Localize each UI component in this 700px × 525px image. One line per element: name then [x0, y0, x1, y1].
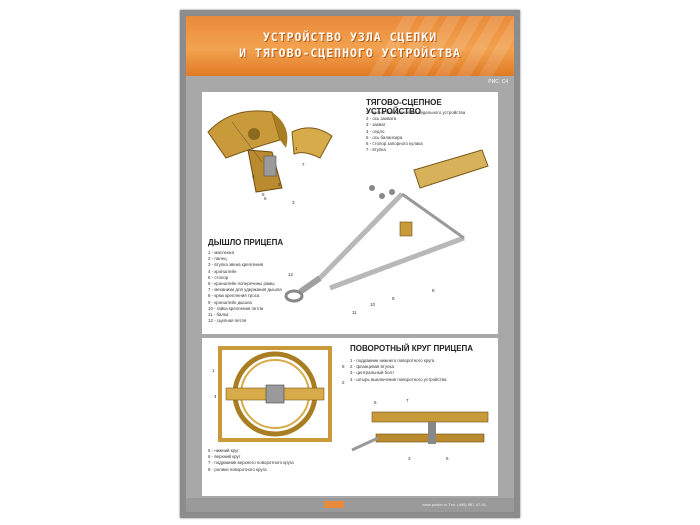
list-item: 7 - механизм для удержания дышла — [208, 287, 282, 293]
list-item: 6 - кронштейн поперечины рамы — [208, 281, 275, 287]
title-banner: УСТРОЙСТВО УЗЛА СЦЕПКИ И ТЯГОВО-СЦЕПНОГО… — [186, 16, 514, 76]
section-title-drawbar: ДЫШЛО ПРИЦЕПА — [208, 238, 284, 247]
list-item: 4 - штырь выключения поворотного устройс… — [350, 376, 447, 382]
list-item: 9 - кронштейн дышла — [208, 299, 252, 305]
callout-6: 6 — [374, 400, 377, 405]
list-item: 2 - фланцевая втулка — [350, 364, 394, 370]
list-item: 3 - втулка звена крепления — [208, 262, 264, 268]
towing-parts-list: 1 - кронштейн крепления седельного устро… — [366, 110, 465, 153]
list-item: 5 - нижний круг — [208, 448, 239, 453]
section-title-towing: ТЯГОВО-СЦЕПНОЕ УСТРОЙСТВО — [366, 98, 442, 116]
list-item: 8 - крюк крепления троса — [208, 293, 260, 299]
drawbar-parts-list: 1 - масленка 2 - палец 3 - втулка звена … — [208, 250, 282, 324]
poster-inner: УСТРОЙСТВО УЗЛА СЦЕПКИ И ТЯГОВО-СЦЕПНОГО… — [186, 16, 514, 512]
poster-title-line-1: УСТРОЙСТВО УЗЛА СЦЕПКИ — [262, 30, 438, 44]
callout-5: 5 — [262, 192, 265, 197]
callout-9: 9 — [392, 296, 395, 301]
list-item: 1 - масленка — [208, 250, 234, 255]
list-item: 4 - седло — [366, 128, 385, 134]
list-item: 5 - стопор — [208, 274, 229, 280]
turntable-illustration: 1 4 8 2 6 7 3 5 — [212, 346, 489, 461]
callout-10: 10 — [370, 302, 376, 307]
turntable-side-view — [351, 411, 489, 452]
list-item: 6 - стопор запорного кулака — [366, 141, 423, 147]
fifth-wheel-illustration — [207, 110, 333, 193]
callout-1: 1 — [212, 368, 215, 373]
list-item: 5 - ось балансира — [366, 134, 403, 140]
poster-footer: www.poster.ru Тел. (495) 987-47-91 — [186, 498, 514, 512]
section-title-turntable: ПОВОРОТНЫЙ КРУГ ПРИЦЕПА — [350, 344, 474, 353]
callout-7: 7 — [302, 162, 305, 167]
callout-1: 1 — [295, 146, 298, 151]
list-item: 7 - втулка — [366, 147, 386, 153]
turntable-parts-list-left: 5 - нижний круг 6 - верхний круг 7 - под… — [208, 448, 294, 473]
callout-12: 12 — [288, 272, 294, 277]
list-item: 1 - кронштейн крепления седельного устро… — [366, 110, 466, 115]
callout-3: 3 — [408, 456, 411, 461]
callout-8: 8 — [342, 364, 345, 369]
list-item: 12 - сцепная петля — [208, 318, 247, 324]
turntable-parts-list-right: 1 - подрамник нижнего поворотного круга … — [350, 358, 446, 383]
list-item: 3 - центральный болт — [350, 370, 395, 376]
callout-3: 3 — [292, 200, 295, 205]
towing-drawbar-illustration: 1 2 3 4 5 6 7 8 9 10 11 12 — [207, 110, 489, 315]
callout-6: 6 — [264, 196, 267, 201]
list-item: 1 - подрамник нижнего поворотного круга — [350, 358, 435, 363]
list-item: 2 - палец — [208, 256, 227, 262]
footer-contact: www.poster.ru Тел. (495) 987-47-91 — [422, 502, 486, 507]
callout-8: 8 — [432, 288, 435, 293]
callout-2: 2 — [278, 182, 281, 187]
list-item: 8 - ролики поворотного круга — [208, 466, 267, 472]
turntable-top-view — [218, 346, 332, 442]
panel-towing-drawbar: 1 2 3 4 5 6 7 8 9 10 11 12 ТЯГОВО-СЦЕПНО… — [202, 92, 498, 334]
callout-5: 5 — [446, 456, 449, 461]
list-item: 7 - подрамник верхнего поворотного круга — [208, 460, 294, 466]
list-item: 3 - захват — [366, 122, 386, 128]
list-item: 6 - верхний круг — [208, 454, 241, 460]
callout-4: 4 — [252, 174, 255, 179]
poster: УСТРОЙСТВО УЗЛА СЦЕПКИ И ТЯГОВО-СЦЕПНОГО… — [180, 10, 520, 518]
list-item: 2 - ось захвата — [366, 116, 397, 122]
list-item: 4 - кронштейн — [208, 268, 237, 274]
drawbar-illustration — [284, 149, 489, 303]
list-item: 10 - гайка крепления петли — [208, 305, 264, 311]
publisher-logo — [324, 501, 344, 508]
figure-reference: РИС. С4 — [488, 79, 508, 85]
towing-callouts: 1 2 3 4 5 6 7 8 9 10 11 12 — [252, 146, 435, 315]
panel-turntable: 1 4 8 2 6 7 3 5 ПОВОРОТНЫЙ КРУГ ПРИЦЕПА … — [202, 338, 498, 496]
callout-4: 4 — [214, 394, 217, 399]
callout-11: 11 — [352, 310, 357, 315]
callout-7: 7 — [406, 398, 409, 403]
list-item: 11 - балка — [208, 312, 229, 318]
callout-2: 2 — [342, 380, 345, 385]
poster-title-line-2: И ТЯГОВО-СЦЕПНОГО УСТРОЙСТВА — [239, 46, 461, 60]
